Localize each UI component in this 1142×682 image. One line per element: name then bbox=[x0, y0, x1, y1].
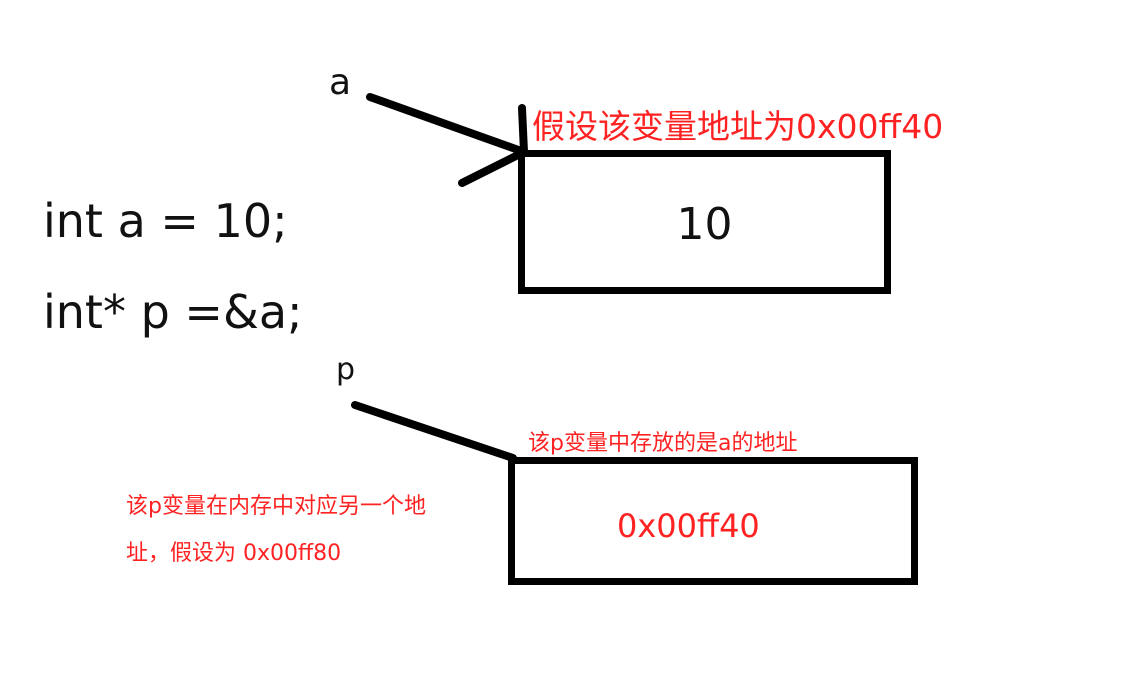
variable-p-address-note-line1: 该p变量在内存中对应另一个地 bbox=[126, 494, 426, 519]
variable-a-value: 10 bbox=[676, 199, 733, 250]
variable-p-memory-box: 0x00ff40 bbox=[508, 457, 918, 585]
variable-a-label: a bbox=[329, 62, 352, 103]
a-arrow-shaft bbox=[366, 93, 528, 156]
variable-a-memory-box: 10 bbox=[518, 150, 891, 294]
code-line-declare-a: int a = 10; bbox=[43, 194, 288, 248]
variable-p-content-note: 该p变量中存放的是a的地址 bbox=[528, 431, 798, 456]
variable-p-value: 0x00ff40 bbox=[617, 507, 760, 545]
code-line-declare-p: int* p =&a; bbox=[43, 285, 303, 339]
variable-p-label: p bbox=[336, 352, 356, 387]
p-pointer-line bbox=[351, 401, 517, 462]
variable-a-address-note: 假设该变量地址为0x00ff40 bbox=[532, 107, 944, 146]
variable-p-address-note-line2: 址，假设为 0x00ff80 bbox=[126, 541, 342, 566]
